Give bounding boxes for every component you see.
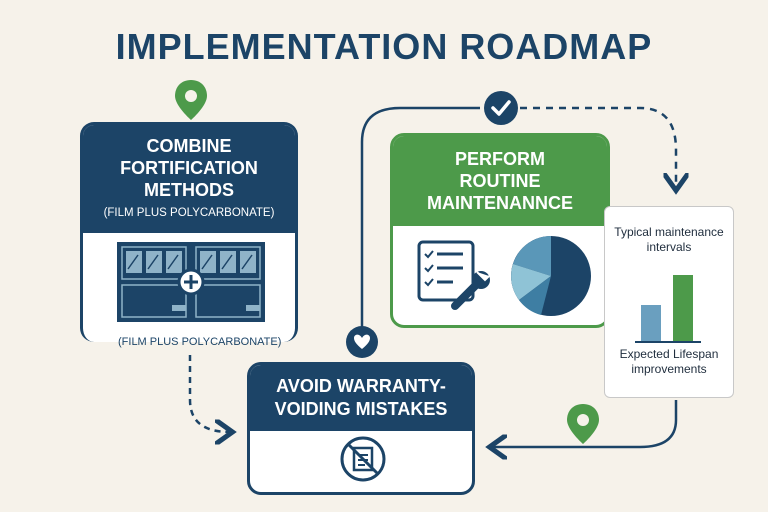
heart-circle-icon — [346, 326, 378, 358]
checklist-wrench-icon — [417, 240, 490, 310]
connector-avoid-to-maintenance — [360, 106, 480, 330]
combine-caption: (FILM PLUS POLYCARBONATE) — [118, 336, 282, 348]
combine-card-header: COMBINE FORTIFICATION METHODS (FILM PLUS… — [83, 125, 295, 233]
pie-chart-icon — [511, 236, 591, 316]
page-title: IMPLEMENTATION ROADMAP — [115, 26, 653, 67]
maintenance-card: PERFORM ROUTINE MAINTENANNCE — [390, 133, 610, 328]
maintenance-card-header: PERFORM ROUTINE MAINTENANNCE — [393, 136, 607, 226]
bar-chart-icon — [635, 275, 701, 343]
combine-title-line: COMBINE — [146, 136, 232, 156]
check-circle-icon — [484, 91, 518, 125]
location-pin-icon — [175, 80, 207, 120]
combine-subtitle: (FILM PLUS POLYCARBONATE) — [103, 207, 275, 219]
location-pin-icon-2 — [567, 404, 599, 444]
connector-panel-to-avoid — [492, 400, 678, 447]
avoid-card-header: AVOID WARRANTY- VOIDING MISTAKES — [250, 365, 472, 431]
avoid-title-line: AVOID WARRANTY- — [276, 376, 446, 396]
maintenance-intervals-label: Typical maintenance intervals — [614, 225, 724, 254]
combine-title-line: METHODS — [144, 180, 234, 200]
maintenance-title-line: MAINTENANNCE — [427, 193, 573, 213]
combine-title-line: FORTIFICATION — [120, 158, 258, 178]
combine-card: COMBINE FORTIFICATION METHODS (FILM PLUS… — [80, 122, 298, 342]
window-panels-icon — [117, 242, 265, 322]
avoid-card: AVOID WARRANTY- VOIDING MISTAKES — [247, 362, 475, 495]
connector-check-to-panel — [520, 106, 676, 188]
maintenance-title-line: ROUTINE — [459, 171, 541, 191]
avoid-title-line: VOIDING MISTAKES — [274, 399, 448, 419]
side-panel: Typical maintenance intervals Expected L… — [604, 206, 734, 398]
lifespan-label: Expected Lifespan improvements — [619, 347, 719, 376]
maintenance-title-line: PERFORM — [455, 149, 545, 169]
no-document-icon — [340, 436, 386, 482]
connector-combine-to-avoid — [188, 355, 230, 432]
